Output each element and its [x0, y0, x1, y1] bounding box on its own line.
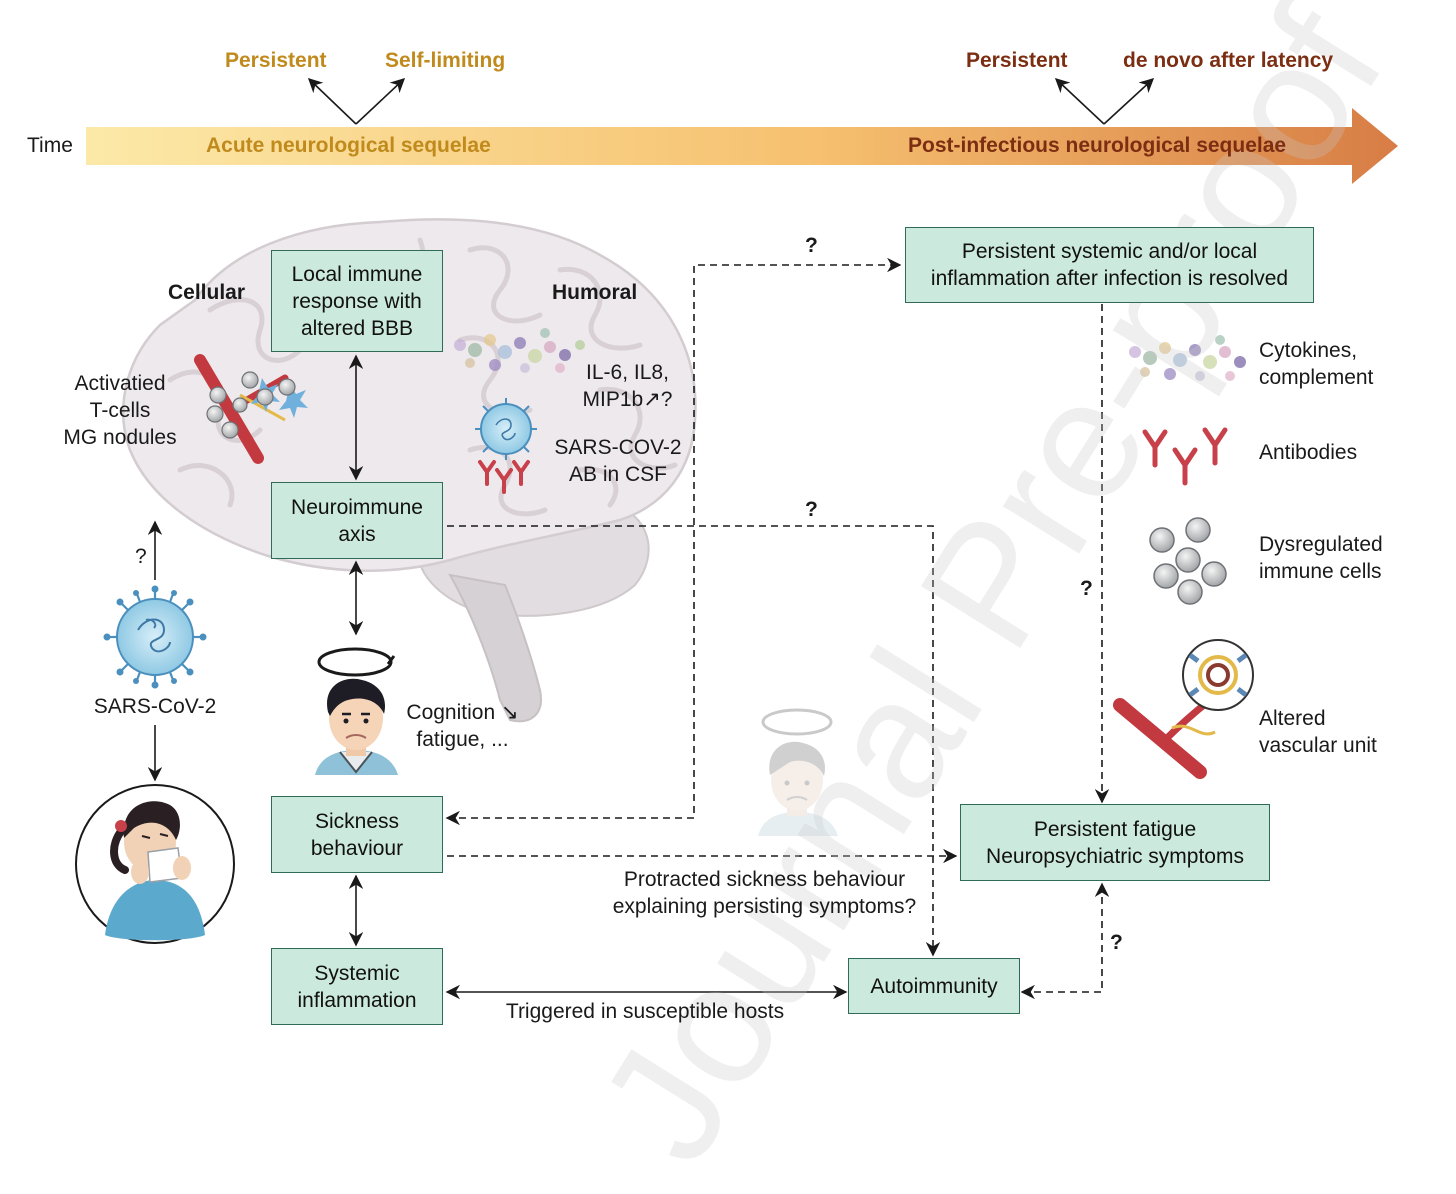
persistent-inflammation-box: Persistent systemic and/or local inflamm… [905, 227, 1314, 303]
cellular-label: Cellular [168, 281, 246, 304]
post-branch-persistent: Persistent [966, 49, 1068, 72]
symptoms-text: Cognition ↘ fatigue, ... [406, 701, 519, 751]
local-immune-response-box: Local immune response with altered BBB [271, 250, 443, 352]
post-infectious-sequelae-label: Post-infectious neurological sequelae [908, 134, 1287, 157]
legend-immune-cells-label: Dysregulated immune cells [1259, 533, 1383, 583]
timeline-branch-arrows [307, 78, 1155, 125]
legend-vessel-icon [1113, 639, 1254, 779]
humoral-cytokines-text: IL-6, IL8, MIP1b↗? [582, 361, 673, 411]
protracted-sickness-label: Protracted sickness behaviour explaining… [612, 868, 917, 918]
virus-label: SARS-CoV-2 [93, 695, 217, 718]
question-right-edge: ? [1080, 577, 1093, 600]
diagram-connectors [147, 257, 1110, 1000]
triggered-label: Triggered in susceptible hosts [505, 1000, 785, 1023]
post-branch-de-novo: de novo after latency [1123, 49, 1334, 72]
timeline-arrow [86, 108, 1398, 184]
humoral-antibody-text: SARS-COV-2 AB in CSF [554, 436, 682, 486]
persistent-fatigue-box: Persistent fatigue Neuropsychiatric symp… [960, 804, 1270, 881]
acute-sequelae-label: Acute neurological sequelae [206, 134, 491, 157]
acute-branch-self-limiting: Self-limiting [385, 49, 506, 72]
legend-cytokine-icon [1129, 335, 1246, 381]
acute-branch-persistent: Persistent [225, 49, 327, 72]
humoral-virus-icon [475, 398, 537, 460]
legend-vascular-label: Altered vascular unit [1259, 707, 1377, 757]
question-mid-edge: ? [805, 498, 818, 521]
legend-antibodies-label: Antibodies [1259, 441, 1358, 464]
cellular-vessel-icon [194, 354, 308, 464]
question-bottom-edge: ? [1110, 931, 1123, 954]
cellular-description: Activatied T-cells MG nodules [63, 372, 177, 449]
sickness-behaviour-box: Sickness behaviour [271, 796, 443, 873]
legend-immune-cells-icon [1149, 517, 1227, 605]
humoral-label: Humoral [552, 281, 638, 304]
legend-cytokines-label: Cytokines, complement [1259, 339, 1374, 389]
systemic-inflammation-box: Systemic inflammation [271, 948, 443, 1025]
sick-person-illustration [315, 647, 398, 775]
autoimmunity-box: Autoimmunity [848, 958, 1020, 1014]
neuroimmune-axis-box: Neuroimmune axis [271, 482, 443, 559]
question-top-edge: ? [805, 234, 818, 257]
sneezing-person-illustration [75, 784, 235, 944]
time-label: Time [27, 134, 73, 157]
virus-question-mark: ? [135, 545, 147, 568]
sars-cov-2-virus-icon [103, 585, 207, 689]
legend-antibody-icon [1142, 427, 1228, 486]
